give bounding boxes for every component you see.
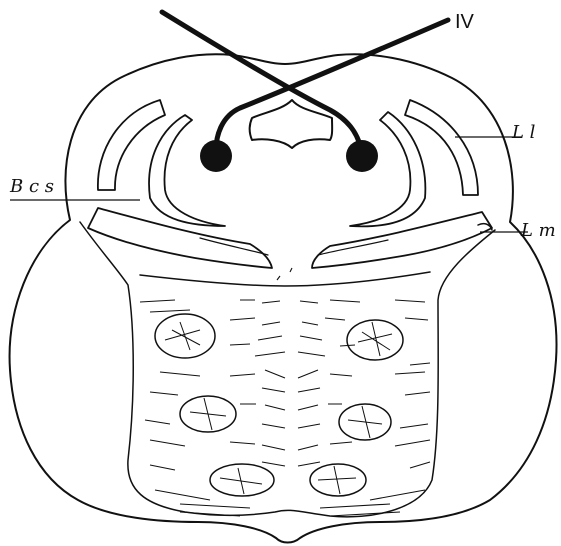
medial-lemniscus-label: L m	[520, 220, 556, 241]
left-trochlear-nucleus	[200, 140, 232, 172]
pontine-nuclei	[155, 314, 403, 496]
nerve-iv-label: IV	[455, 11, 475, 33]
right-trochlear-nucleus	[346, 140, 378, 172]
left-band-outer	[98, 100, 165, 190]
lateral-lemniscus-label: L l	[511, 122, 536, 143]
right-band-outer	[405, 100, 478, 195]
pontine-nucleus	[210, 464, 274, 496]
transverse-fibers	[140, 268, 430, 516]
left-medial-lemniscus	[88, 208, 272, 268]
cerebellar-peduncle-label: B c s	[9, 176, 54, 197]
section-outline	[10, 54, 557, 542]
tegmentum-boundary	[140, 272, 430, 286]
basis-border	[80, 222, 495, 517]
